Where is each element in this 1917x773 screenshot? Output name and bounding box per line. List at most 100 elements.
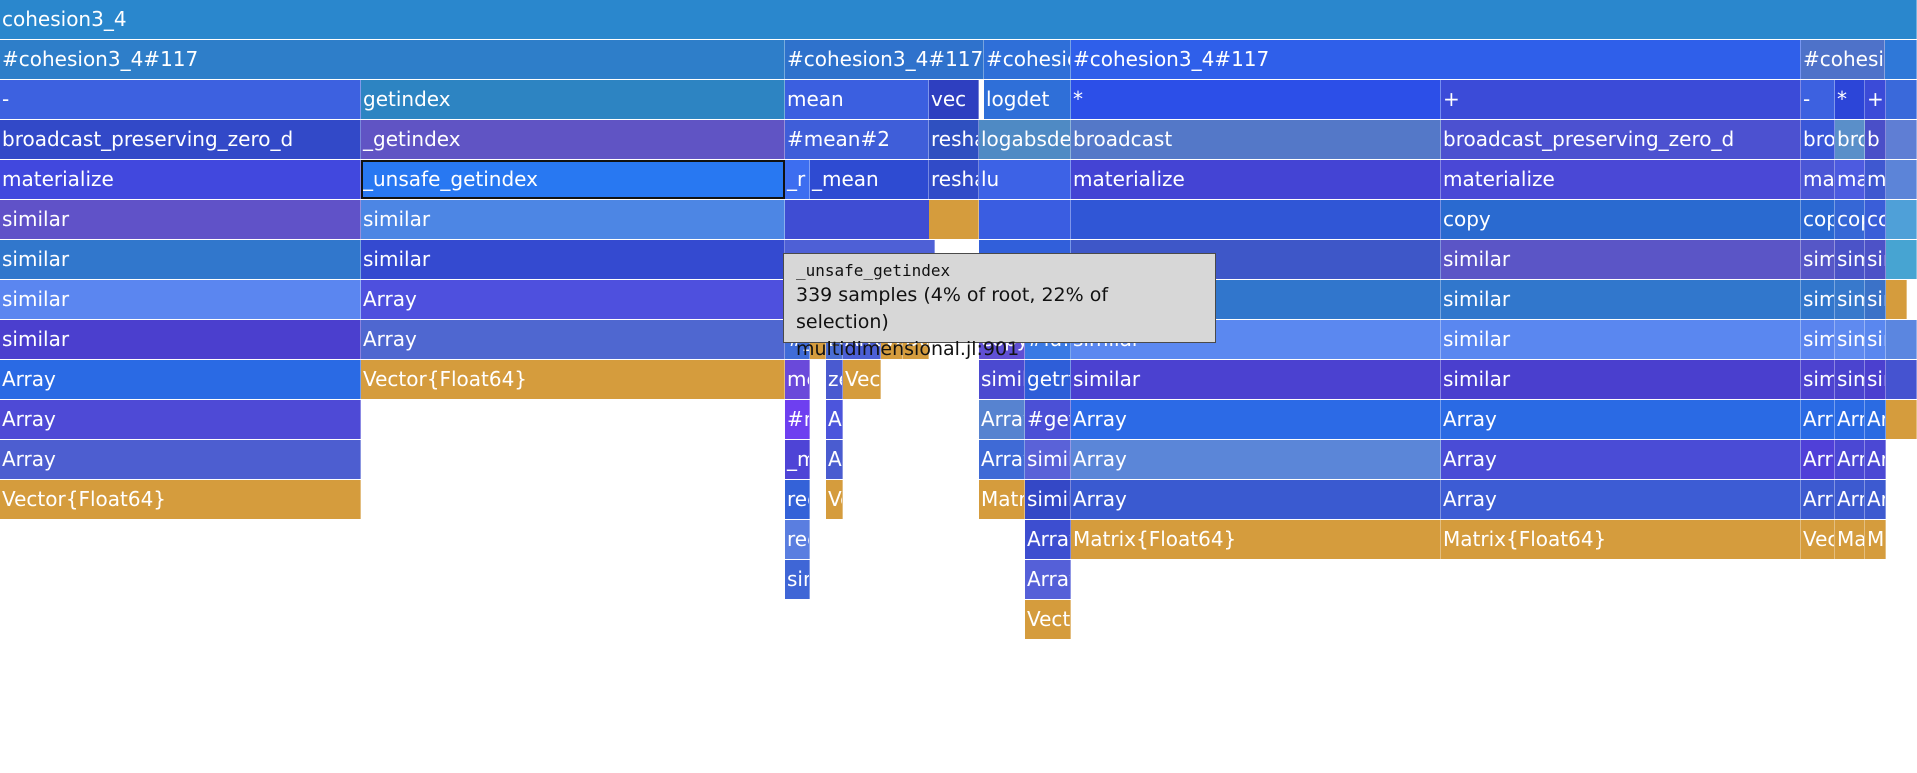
flame-frame[interactable]: broadcast <box>1801 120 1835 159</box>
flame-frame[interactable]: Array <box>1801 440 1835 479</box>
flame-frame[interactable]: similar <box>1801 280 1835 319</box>
flame-frame[interactable] <box>1886 160 1917 199</box>
flame-frame[interactable]: _mean <box>810 160 929 199</box>
flame-frame[interactable] <box>1071 200 1441 239</box>
flame-frame[interactable]: similar <box>1025 440 1071 479</box>
flame-frame[interactable]: reshape <box>929 160 979 199</box>
flame-frame[interactable]: similar <box>1441 280 1801 319</box>
flame-frame[interactable]: _mean <box>785 440 810 479</box>
flame-frame[interactable]: * <box>1071 80 1441 119</box>
flame-frame[interactable]: similar <box>979 360 1025 399</box>
flame-frame[interactable]: Array <box>1071 480 1441 519</box>
flame-frame[interactable]: Array <box>1071 440 1441 479</box>
flame-frame[interactable]: similar <box>0 320 361 359</box>
flame-frame[interactable]: materialize <box>1071 160 1441 199</box>
flame-frame[interactable]: similar <box>1441 320 1801 359</box>
flame-frame[interactable]: Array <box>979 400 1025 439</box>
flame-frame[interactable] <box>1886 400 1917 439</box>
flame-frame[interactable]: + <box>1441 80 1801 119</box>
flame-frame[interactable] <box>1885 40 1917 79</box>
flame-frame[interactable]: #mean <box>785 400 810 439</box>
flame-frame[interactable]: Array <box>1441 440 1801 479</box>
flame-frame[interactable]: similar <box>1801 360 1835 399</box>
flame-frame[interactable]: broadcast_preserving_zero_d <box>1441 120 1801 159</box>
flame-frame[interactable] <box>979 200 1071 239</box>
flame-frame[interactable] <box>1886 80 1917 119</box>
flame-frame[interactable]: similar <box>1071 360 1441 399</box>
flame-frame[interactable]: reshape <box>929 120 979 159</box>
flame-frame[interactable]: zeros <box>826 360 843 399</box>
flame-frame[interactable]: Array <box>1865 480 1886 519</box>
flame-frame[interactable]: Array <box>826 440 843 479</box>
flame-frame[interactable]: _getindex <box>361 120 785 159</box>
flame-frame[interactable]: Vector <box>1801 520 1835 559</box>
flame-frame[interactable]: * <box>1835 80 1865 119</box>
flame-frame[interactable]: logdet <box>984 80 1071 119</box>
flame-frame[interactable]: reduce <box>785 480 810 519</box>
flame-frame[interactable]: Array <box>1441 400 1801 439</box>
flame-frame[interactable]: Matrix{Float64} <box>1071 520 1441 559</box>
flame-frame[interactable]: mean <box>785 360 810 399</box>
flame-frame[interactable]: Array <box>0 440 361 479</box>
flame-frame[interactable]: #mean#2 <box>785 120 929 159</box>
flame-frame[interactable]: Array <box>1865 440 1886 479</box>
flame-frame[interactable]: similar <box>1835 240 1865 279</box>
flame-frame[interactable]: similar <box>0 200 361 239</box>
flame-frame[interactable] <box>785 200 935 239</box>
flame-frame[interactable]: Array <box>361 280 785 319</box>
flame-frame[interactable]: materialize <box>0 160 361 199</box>
flame-frame[interactable]: similar <box>1835 360 1865 399</box>
flame-frame[interactable]: - <box>1801 80 1835 119</box>
flame-frame[interactable]: Matrix <box>1865 520 1886 559</box>
flame-frame[interactable]: similar <box>1025 480 1071 519</box>
flame-frame[interactable]: Array <box>1071 400 1441 439</box>
flame-frame[interactable]: similar <box>1865 320 1886 359</box>
flame-frame[interactable]: #cohesion3_4#117 <box>1801 40 1885 79</box>
flame-frame[interactable]: materialize <box>1441 160 1801 199</box>
flame-frame[interactable]: Array <box>1801 480 1835 519</box>
flame-frame[interactable]: Matrix <box>1835 520 1865 559</box>
flame-frame[interactable]: copy <box>1835 200 1865 239</box>
flame-frame[interactable]: Vector <box>826 480 843 519</box>
flame-frame[interactable]: Matrix <box>979 480 1025 519</box>
flame-frame[interactable]: broadcast <box>1071 120 1441 159</box>
flame-frame[interactable]: Array <box>1441 480 1801 519</box>
flame-frame[interactable]: reduce <box>785 520 810 559</box>
flame-frame[interactable]: copy <box>1441 200 1801 239</box>
flame-frame[interactable]: Array <box>826 400 843 439</box>
flame-frame[interactable]: getrf! <box>1025 360 1071 399</box>
flame-frame[interactable]: Array <box>1835 400 1865 439</box>
flame-frame[interactable]: similar <box>1865 360 1886 399</box>
flame-frame[interactable]: getindex <box>361 80 785 119</box>
flame-frame[interactable]: Array <box>1801 400 1835 439</box>
flame-frame[interactable] <box>1886 360 1917 399</box>
flame-frame[interactable]: logabsdet <box>979 120 1071 159</box>
flame-frame[interactable]: Array <box>0 360 361 399</box>
flame-frame[interactable]: #cohesion3_4#117 <box>785 40 984 79</box>
flame-frame[interactable]: Array <box>1025 560 1071 599</box>
flame-frame[interactable]: materialize <box>1801 160 1835 199</box>
flame-frame[interactable]: Array <box>1835 440 1865 479</box>
flame-frame[interactable] <box>810 360 826 399</box>
flame-frame[interactable]: similar <box>361 200 785 239</box>
flame-frame[interactable]: Vector{Float64} <box>0 480 361 519</box>
flame-frame[interactable]: similar <box>0 240 361 279</box>
flame-frame[interactable]: _r <box>785 160 810 199</box>
flame-frame[interactable] <box>1886 120 1917 159</box>
flame-frame[interactable]: #getrf! <box>1025 400 1071 439</box>
flame-frame[interactable]: copy <box>1865 200 1886 239</box>
flame-frame[interactable]: #cohesion3_4#117 <box>1071 40 1801 79</box>
flame-frame[interactable]: similar <box>1835 320 1865 359</box>
flame-frame[interactable]: Vector{Float64} <box>361 360 785 399</box>
flame-frame[interactable]: Array <box>361 320 785 359</box>
flame-frame[interactable]: materialize <box>1835 160 1865 199</box>
flame-frame[interactable]: b <box>1865 120 1886 159</box>
flame-frame[interactable]: vec <box>929 80 979 119</box>
flame-frame[interactable]: similar <box>1865 280 1886 319</box>
flame-frame[interactable]: Vector <box>1025 600 1071 639</box>
flame-frame[interactable]: + <box>1865 80 1886 119</box>
flame-frame[interactable]: Array <box>1835 480 1865 519</box>
flame-frame[interactable] <box>1886 200 1917 239</box>
flame-frame[interactable]: Array <box>1025 520 1071 559</box>
